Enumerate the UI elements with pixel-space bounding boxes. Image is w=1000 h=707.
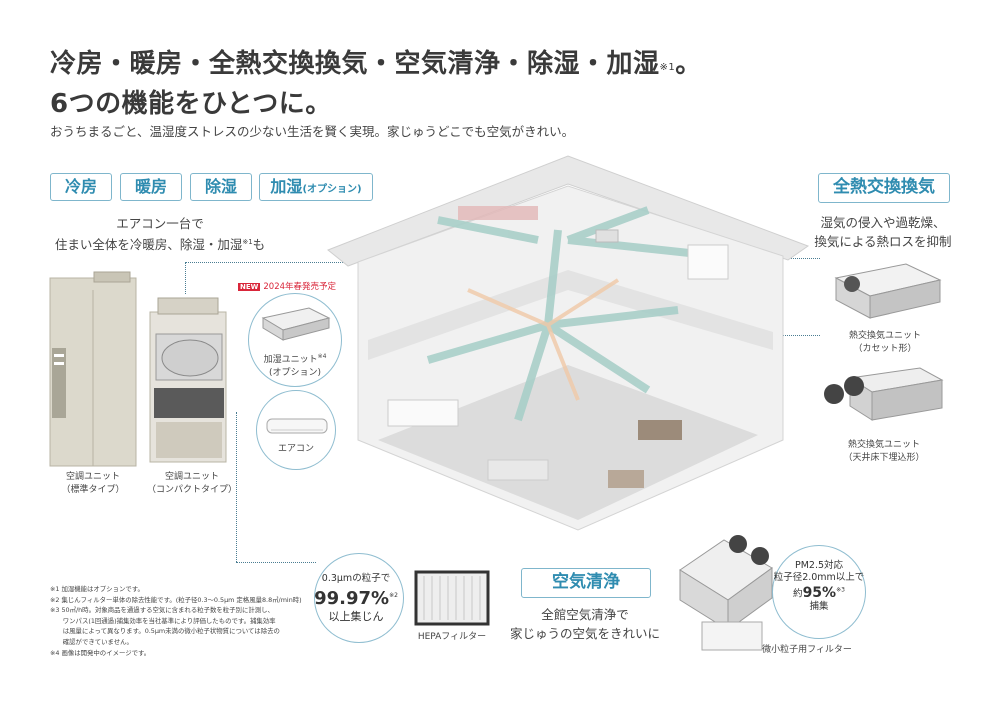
title-line2: 6つの機能をひとつに。 <box>50 89 332 119</box>
underfloor-unit-caption: 熱交換気ユニット （天井床下埋込形） <box>826 439 942 465</box>
cassette-line1: 熱交換気ユニット <box>848 331 921 341</box>
cassette-unit-image <box>834 263 942 319</box>
tag-heating-label: 暖房 <box>134 177 167 196</box>
left-description: エアコン一台で 住まい全体を冷暖房、除湿・加湿※1も <box>40 214 280 254</box>
tag-ventilation: 全熱交換換気 <box>818 173 950 203</box>
pm25-line2: 粒子径2.0mm以上で <box>773 572 865 583</box>
air-conditioning-units-image <box>49 271 227 467</box>
title-line1-end: 。 <box>675 49 702 79</box>
particle-filter-label: 微小粒子用フィルター <box>762 645 852 655</box>
pm25-pct-prefix: 約 <box>793 588 803 600</box>
footnote: は風量によって異なります。0.5μm未満の微小粒子状物質については除去の <box>50 627 280 636</box>
hepa-line3: 以上集じん <box>328 610 384 623</box>
right-desc-line1: 湿気の侵入や過乾燥、 <box>820 215 946 230</box>
pm25-pct: 95% <box>802 584 837 601</box>
cassette-line2: （カセット形） <box>853 344 917 354</box>
tag-dehumidify-label: 除湿 <box>204 177 237 196</box>
hepa-bubble-text: 0.3μmの粒子で 99.97%※2 以上集じん <box>311 568 401 624</box>
purification-description: 全館空気清浄で 家じゅうの空気をきれいに <box>505 605 665 643</box>
tag-heating: 暖房 <box>120 173 182 201</box>
tag-purification: 空気清浄 <box>521 568 651 598</box>
right-description: 湿気の侵入や過乾燥、 換気による熱ロスを抑制 <box>808 213 958 251</box>
new-badge-mark: NEW <box>238 283 261 291</box>
footnote: ※1 加湿機能はオプションです。 <box>50 585 144 593</box>
page-title: 冷房・暖房・全熱交換換気・空気清浄・除湿・加湿※1。 6つの機能をひとつに。 <box>50 44 702 124</box>
underfloor-unit-image <box>824 367 944 421</box>
pm25-bubble-text: PM2.5対応 粒子径2.0mm以上で 約95%※3 捕集 <box>770 560 868 613</box>
title-note: ※1 <box>659 62 676 73</box>
connector-line <box>236 562 316 563</box>
cassette-unit-caption: 熱交換気ユニット （カセット形） <box>830 330 940 356</box>
left-desc-note: ※1 <box>242 238 253 246</box>
tag-cooling: 冷房 <box>50 173 112 201</box>
footnote: ※3 50㎥/h時。対象商品を通過する空気に含まれる粒子数を粒子別に計測し、 <box>50 606 274 615</box>
pm25-note: ※3 <box>836 586 845 593</box>
hepa-bubble <box>314 553 404 643</box>
aircon-image <box>266 418 328 434</box>
title-line1: 冷房・暖房・全熱交換換気・空気清浄・除湿・加湿 <box>50 49 660 79</box>
underfloor-line2: （天井床下埋込形） <box>843 453 925 463</box>
hepa-filter-label: HEPAフィルター <box>417 632 487 642</box>
house-cutaway-image <box>327 155 810 531</box>
connector-line <box>185 262 186 294</box>
humidifier-caption: 加湿ユニット※4 (オプション) <box>249 350 341 380</box>
tag-humidify-label: 加湿 <box>270 177 303 196</box>
right-desc-line2: 換気による熱ロスを抑制 <box>814 234 952 249</box>
hepa-note: ※2 <box>389 592 398 599</box>
humidifier-unit-image <box>261 307 331 341</box>
connector-line <box>185 262 475 263</box>
tag-humidify: 加湿(オプション) <box>259 173 373 201</box>
tag-cooling-label: 冷房 <box>64 177 97 196</box>
left-desc-line2: 住まい全体を冷暖房、除湿・加湿 <box>54 237 243 253</box>
left-desc-end: も <box>252 237 266 253</box>
humidifier-circle: 加湿ユニット※4 (オプション) <box>248 293 342 387</box>
footnote: ※2 集じんフィルター単体の除去性能です。(粒子径0.3～0.5μm 定格風量8… <box>50 595 302 604</box>
aircon-label: エアコン <box>277 444 314 454</box>
footnote: ワンパス(1回通過)捕集効率を当社基準により評価したものです。捕集効率 <box>50 616 276 625</box>
footnote: 確認ができていません。 <box>50 637 133 646</box>
hepa-filter-image <box>414 570 490 626</box>
pm25-bubble <box>772 545 866 639</box>
hepa-line1: 0.3μmの粒子で <box>321 573 391 584</box>
humidifier-note: ※4 <box>317 353 327 360</box>
footnote: ※4 画像は開発中のイメージです。 <box>50 648 151 657</box>
purification-desc-line1: 全館空気清浄で <box>541 607 629 622</box>
unit-standard-line2: （標準タイプ） <box>61 485 125 495</box>
unit-compact-line1: 空調ユニット <box>164 472 219 482</box>
tag-purification-label: 空気清浄 <box>552 572 620 592</box>
humidifier-line2: (オプション) <box>268 368 322 378</box>
connector-line <box>236 412 237 562</box>
subtitle: おうちまるごと、温湿度ストレスの少ない生活を賢く実現。家じゅうどこでも空気がきれ… <box>50 124 575 139</box>
underfloor-line1: 熱交換気ユニット <box>847 440 920 450</box>
footnotes: ※1 加湿機能はオプションです。 ※2 集じんフィルター単体の除去性能です。(粒… <box>50 584 302 658</box>
hepa-pct: 99.97% <box>314 588 390 609</box>
unit-standard-caption: 空調ユニット （標準タイプ） <box>48 471 138 497</box>
unit-compact-caption: 空調ユニット （コンパクトタイプ） <box>145 471 239 497</box>
pm25-line1: PM2.5対応 <box>794 560 844 571</box>
purification-desc-line2: 家じゅうの空気をきれいに <box>509 626 660 641</box>
pm25-line4: 捕集 <box>809 600 829 612</box>
tag-dehumidify: 除湿 <box>190 173 252 201</box>
humidifier-line1: 加湿ユニット <box>263 355 318 365</box>
aircon-circle: エアコン <box>256 390 336 470</box>
unit-standard-line1: 空調ユニット <box>65 472 120 482</box>
tag-humidify-suffix: (オプション) <box>302 184 362 195</box>
particle-filter-unit-image <box>679 535 773 651</box>
tag-ventilation-label: 全熱交換換気 <box>833 177 935 197</box>
new-badge-text: 2024年春発売予定 <box>263 282 337 292</box>
unit-compact-line2: （コンパクトタイプ） <box>146 485 237 495</box>
left-desc-line1: エアコン一台で <box>116 216 204 231</box>
